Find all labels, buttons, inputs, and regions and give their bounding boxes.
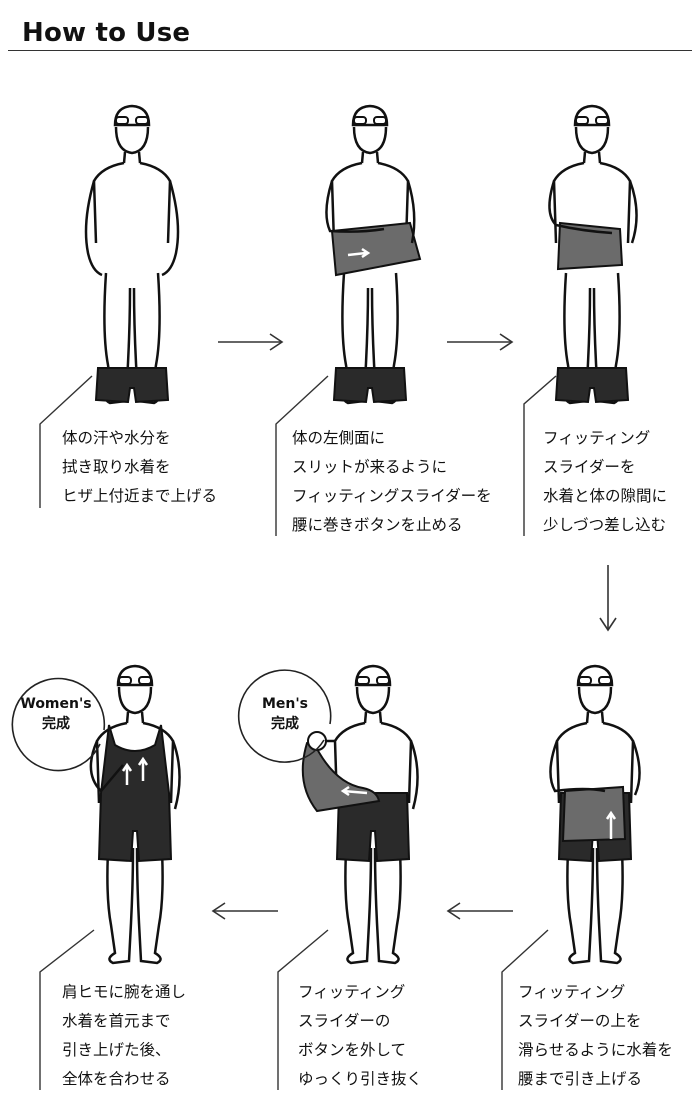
arrow-step-1-to-2 [218,333,284,351]
men-badge-line2: 完成 [271,715,299,732]
caption-leader-6 [39,929,95,1090]
caption-line: 滑らせるように水着を [518,1041,673,1059]
caption-line: 肩ヒモに腕を通し [62,983,187,1001]
caption-step-1: 体の汗や水分を 拭き取り水着を ヒザ上付近まで上げる [62,424,217,511]
caption-line: スライダーの上を [518,1012,642,1030]
caption-line: ボタンを外して [298,1041,407,1059]
caption-line: 体の左側面に [292,429,386,447]
women-complete-badge: Women's 完成 [11,677,106,772]
page-title: How to Use [22,18,191,48]
caption-line: 腰に巻きボタンを止める [292,516,463,534]
caption-step-5: フィッティング スライダーの ボタンを外して ゆっくり引き抜く [298,978,422,1094]
figure-step-2 [325,104,422,405]
caption-leader-4 [501,929,549,1090]
caption-step-4: フィッティング スライダーの上を 滑らせるように水着を 腰まで引き上げる [518,978,673,1094]
caption-line: スライダーを [543,458,636,476]
caption-step-3: フィッティング スライダーを 水着と体の隙間に 少しづつ差し込む [543,424,667,540]
title-divider [8,50,692,51]
arrow-step-2-to-3 [447,333,514,351]
caption-line: フィッティング [298,983,406,1001]
men-badge-line1: Men's [262,696,308,712]
caption-line: 少しづつ差し込む [543,516,667,534]
caption-line: ゆっくり引き抜く [298,1070,423,1088]
figure-step-1 [84,104,180,405]
caption-line: 体の汗や水分を [62,429,171,447]
caption-leader-2 [275,375,329,536]
caption-leader-5 [277,929,329,1090]
caption-line: 水着と体の隙間に [543,487,668,505]
caption-line: 引き上げた後、 [62,1041,171,1059]
caption-line: スリットが来るように [292,458,448,476]
caption-line: フィッティング [518,983,626,1001]
caption-step-6: 肩ヒモに腕を通し 水着を首元まで 引き上げた後、 全体を合わせる [62,978,186,1094]
caption-step-2: 体の左側面に スリットが来るように フィッティングスライダーを 腰に巻きボタンを… [292,424,492,540]
figure-step-6 [89,664,181,965]
caption-line: 拭き取り水着を [62,458,171,476]
figure-step-4 [549,664,641,965]
women-badge-line2: 完成 [42,715,70,732]
caption-line: ヒザ上付近まで上げる [62,487,218,505]
arrow-step-3-to-4 [599,565,617,632]
arrow-step-4-to-5 [446,902,513,920]
caption-line: 水着を首元まで [62,1012,171,1030]
men-complete-badge: Men's 完成 [237,669,332,763]
caption-leader-1 [39,375,93,508]
women-badge-line1: Women's [20,696,91,712]
figure-step-5 [301,664,419,965]
caption-line: フィッティングスライダーを [292,487,492,505]
caption-line: フィッティング [543,429,651,447]
caption-line: 腰まで引き上げる [518,1070,643,1088]
caption-line: 全体を合わせる [62,1070,171,1088]
caption-line: スライダーの [298,1012,391,1030]
arrow-step-5-to-6 [211,902,278,920]
caption-leader-3 [523,375,557,536]
figure-step-3 [548,104,638,405]
